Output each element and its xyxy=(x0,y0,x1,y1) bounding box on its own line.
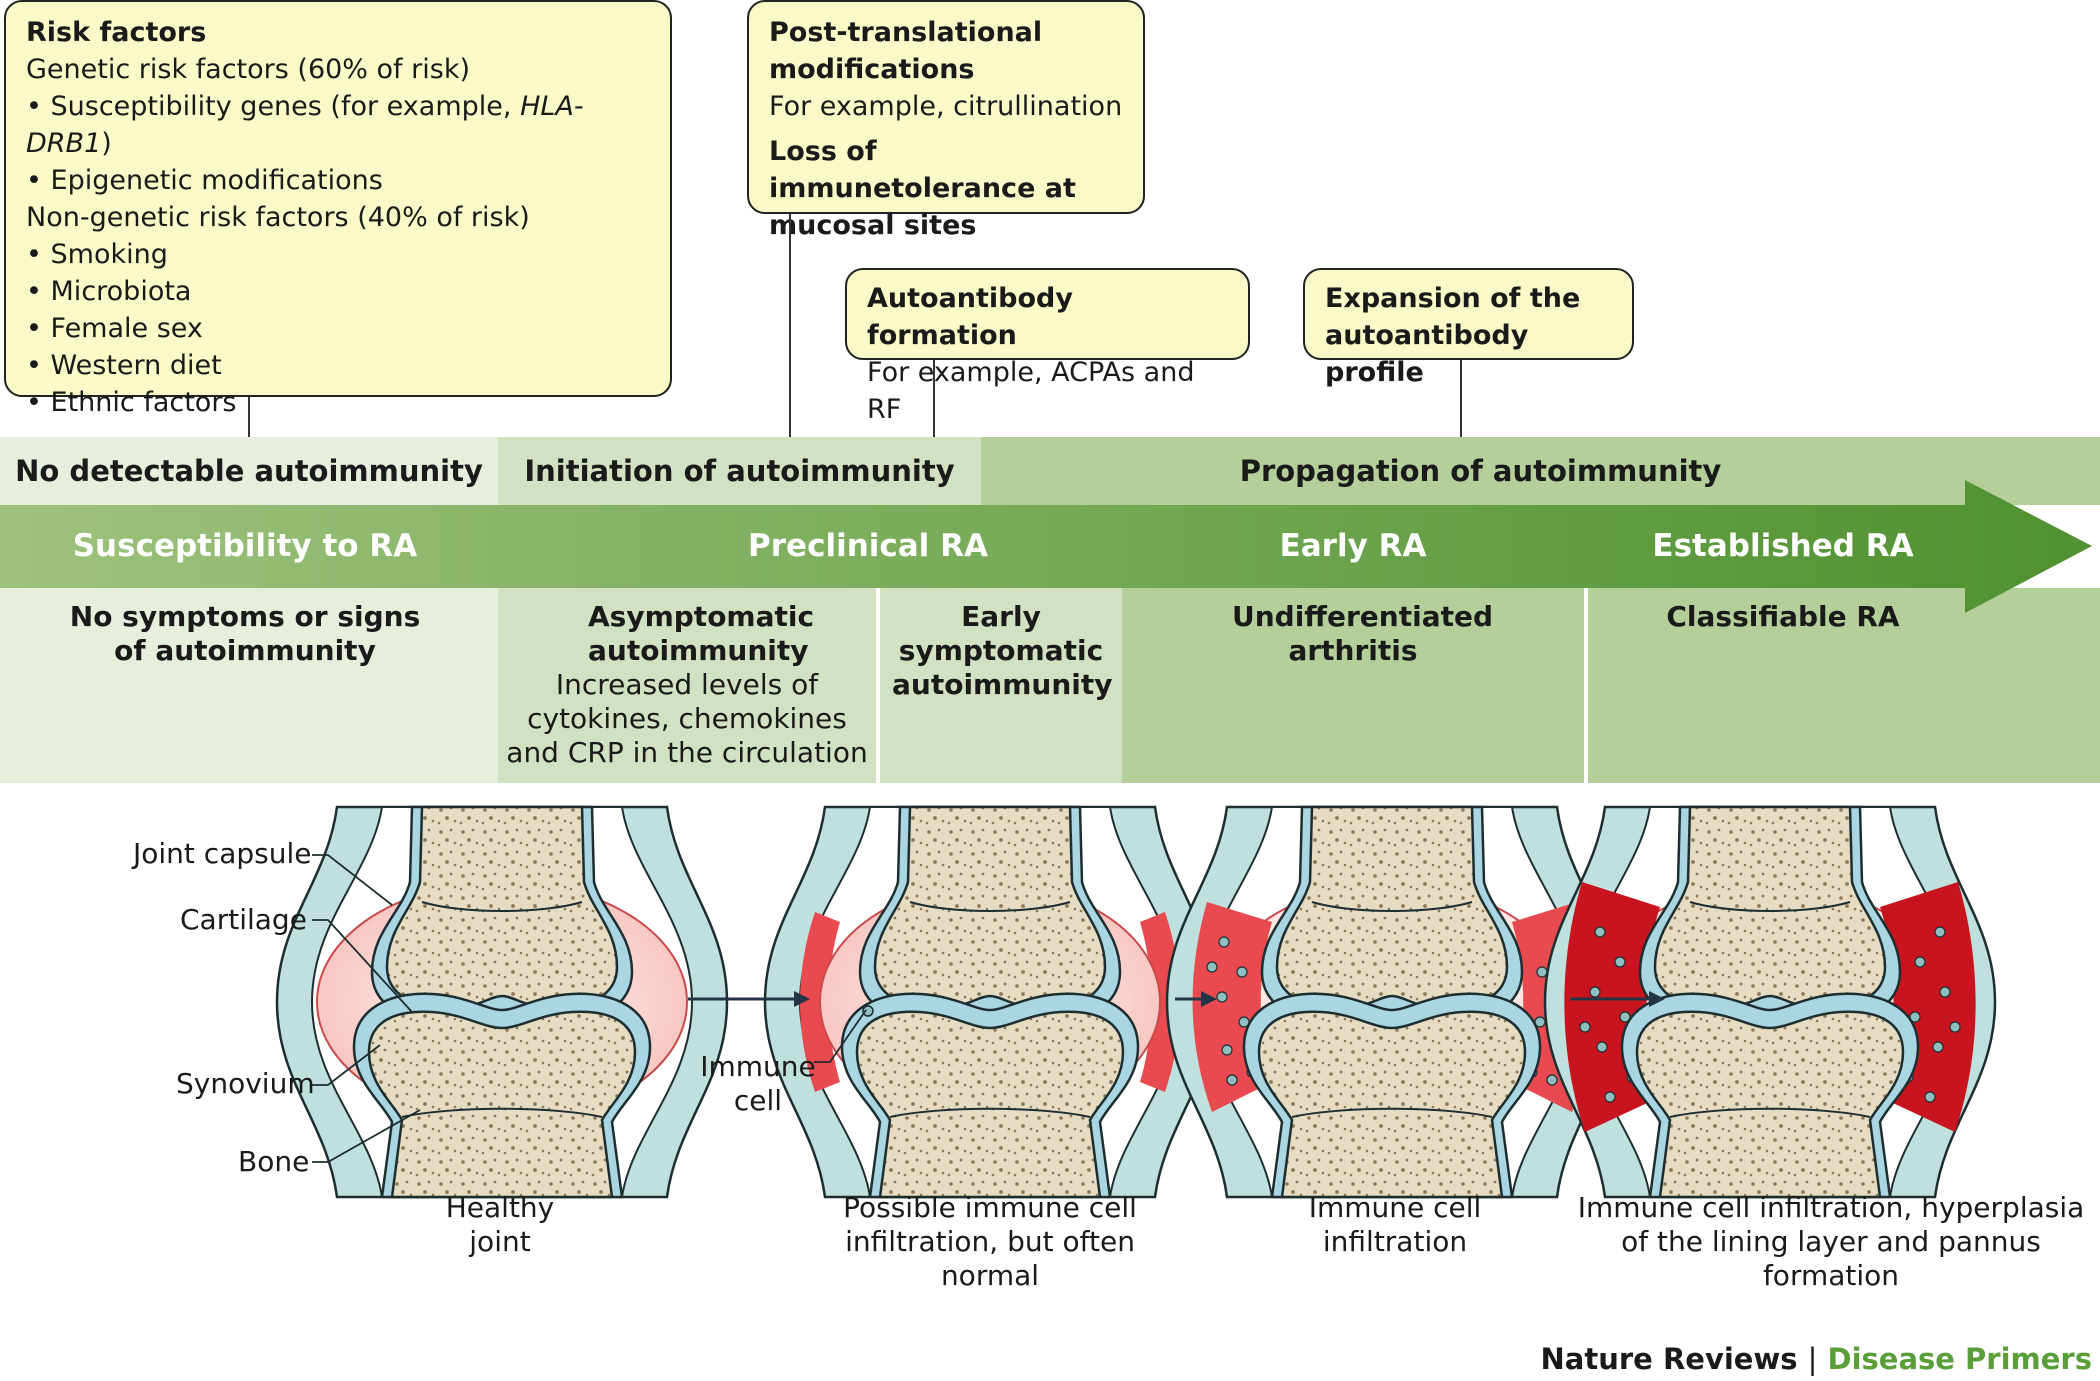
label-cartilage: Cartilage xyxy=(180,903,307,936)
nongenetic-item: • Western diet xyxy=(26,350,222,381)
sub-early-symptomatic: Early symptomatic autoimmunity xyxy=(880,588,1122,783)
footer-brand: Nature Reviews xyxy=(1540,1342,1798,1376)
stage-label: Established RA xyxy=(1652,528,1914,564)
progression-arrow xyxy=(1175,991,1217,1007)
nongenetic-risk-heading: Non-genetic risk factors (40% of risk) xyxy=(26,202,530,233)
autoantibody-example: For example, ACPAs and RF xyxy=(867,357,1195,425)
sub-description: Increased levels of cytokines, chemokine… xyxy=(506,668,868,769)
progression-arrow xyxy=(688,991,810,1007)
stage-label: Early RA xyxy=(1279,528,1427,564)
label-bone: Bone xyxy=(238,1145,310,1178)
connector-line xyxy=(933,360,935,437)
leader-bone xyxy=(312,1109,421,1163)
stage-established: Established RA xyxy=(1588,522,1978,570)
stage-susceptibility: Susceptibility to RA xyxy=(0,522,490,570)
sub-title: No symptoms or signs of autoimmunity xyxy=(69,600,421,667)
sub-panel-bg xyxy=(880,588,1122,783)
stage-early: Early RA xyxy=(1122,522,1584,570)
caption-healthy: Healthy joint xyxy=(445,1191,555,1258)
leader-capsule xyxy=(312,854,393,906)
ptm-example: For example, citrullination xyxy=(769,91,1123,122)
sub-panel-bg xyxy=(1122,588,1584,783)
mucosal-tolerance-title: Loss of immunetolerance at mucosal sites xyxy=(769,136,1076,241)
genetic-item: • Susceptibility genes (for example, HLA… xyxy=(26,91,584,159)
immune-cell-dot xyxy=(862,1005,874,1017)
stage-preclinical: Preclinical RA xyxy=(498,522,1238,570)
autoantibody-title: Autoantibody formation xyxy=(867,283,1073,351)
progression-arrow xyxy=(1570,991,1665,1007)
leader-lines xyxy=(312,854,867,1163)
connector-line xyxy=(789,214,791,437)
leader-cartilage xyxy=(312,919,413,1013)
connector-line xyxy=(1460,360,1462,437)
sub-panel-bg xyxy=(498,588,876,783)
connector-line xyxy=(248,397,250,437)
ptm-title: Post-translational modifications xyxy=(769,17,1043,85)
footer-series: Disease Primers xyxy=(1827,1342,2092,1376)
caption-pannus: Immune cell infiltration, hyperplasia of… xyxy=(1577,1191,2085,1292)
sub-undifferentiated: Undifferentiated arthritis xyxy=(1122,588,1584,783)
expansion-box: Expansion of the autoantibody profile xyxy=(1303,268,1634,388)
genetic-item: • Epigenetic modifications xyxy=(26,165,383,196)
label-synovium: Synovium xyxy=(176,1067,315,1100)
caption-infiltration: Immune cell infiltration xyxy=(1308,1191,1482,1258)
footer-separator: | xyxy=(1807,1342,1818,1376)
autoantibody-box: Autoantibody formation For example, ACPA… xyxy=(845,268,1250,425)
stage-label: Susceptibility to RA xyxy=(72,528,418,564)
sub-title: Undifferentiated arthritis xyxy=(1232,600,1494,667)
label-joint-capsule: Joint capsule xyxy=(133,837,312,870)
sub-panel-bg xyxy=(0,588,498,783)
possible-infiltration-joint xyxy=(763,805,1217,1199)
sub-title: Early symptomatic autoimmunity xyxy=(892,600,1113,701)
genetic-risk-heading: Genetic risk factors (60% of risk) xyxy=(26,54,470,85)
sub-title: Asymptomatic autoimmunity xyxy=(588,600,815,667)
risk-factors-box: Risk factors Genetic risk factors (60% o… xyxy=(4,0,672,418)
nongenetic-item: • Ethnic factors xyxy=(26,387,237,418)
healthy-joint xyxy=(275,805,729,1199)
nongenetic-item: • Female sex xyxy=(26,313,203,344)
nongenetic-item: • Smoking xyxy=(26,239,168,270)
footer-credit: Nature Reviews | Disease Primers xyxy=(1541,1342,2092,1376)
sub-title: Classifiable RA xyxy=(1666,600,1900,633)
leader-immune-cell xyxy=(814,1009,867,1063)
sub-asymptomatic: Asymptomatic autoimmunity Increased leve… xyxy=(498,588,876,783)
pannus-joint xyxy=(1543,805,1997,1199)
leader-synovium xyxy=(312,1044,381,1086)
sub-classifiable: Classifiable RA xyxy=(1588,588,1978,783)
expansion-title: Expansion of the autoantibody profile xyxy=(1325,283,1581,388)
ptm-box: Post-translational modifications For exa… xyxy=(747,0,1145,241)
risk-factors-title: Risk factors xyxy=(26,17,207,48)
nongenetic-item: • Microbiota xyxy=(26,276,192,307)
sub-no-symptoms: No symptoms or signs of autoimmunity xyxy=(60,588,430,783)
caption-possible-infiltration: Possible immune cell infiltration, but o… xyxy=(843,1191,1137,1292)
label-immune-cell: Immune cell xyxy=(700,1050,816,1117)
sub-panel-bg xyxy=(1588,588,2100,783)
stage-label: Preclinical RA xyxy=(748,528,988,564)
